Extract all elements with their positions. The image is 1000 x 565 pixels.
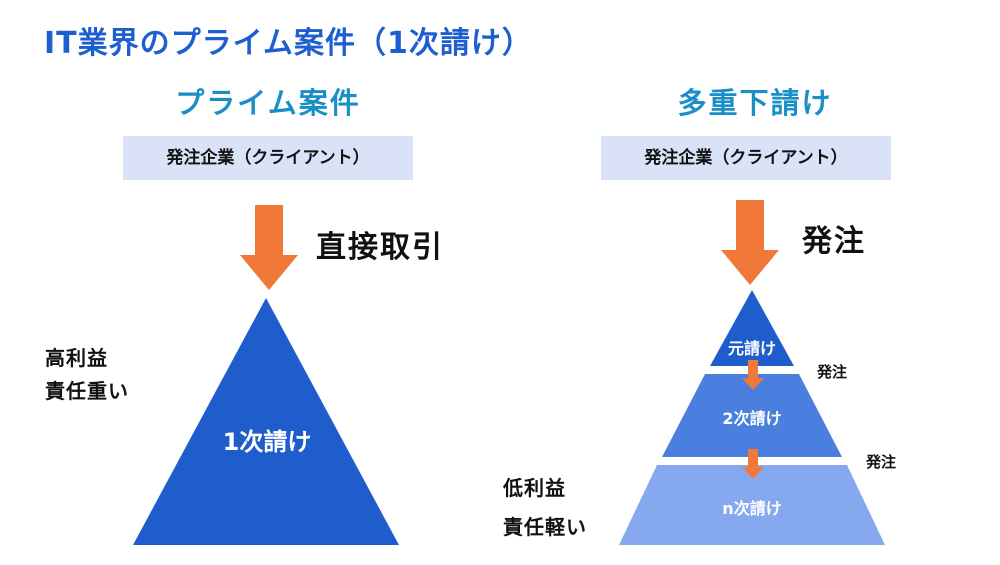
left-heading: プライム案件 xyxy=(175,86,361,120)
right-side-label-responsibility: 責任軽い xyxy=(503,515,587,539)
page-title: IT業界のプライム案件（1次請け） xyxy=(44,26,533,61)
tier-2-label: 2次請け xyxy=(722,409,782,428)
direct-trade-label: 直接取引 xyxy=(316,230,444,265)
tier-3-label: n次請け xyxy=(722,499,782,518)
left-side-label-responsibility: 責任重い xyxy=(45,379,129,403)
left-pyramid xyxy=(133,298,399,545)
left-side-label-profit: 高利益 xyxy=(45,346,108,370)
order-label: 発注 xyxy=(802,224,866,259)
order-label-tier-1: 発注 xyxy=(817,363,848,381)
pyramid-tier-2 xyxy=(662,374,842,457)
pyramid-tier-3 xyxy=(619,465,885,545)
left-client-box: 発注企業（クライアント） xyxy=(123,136,413,180)
left-down-arrow-icon xyxy=(240,205,298,290)
small-down-arrow-icon xyxy=(742,449,764,479)
order-label-tier-2: 発注 xyxy=(866,453,897,471)
pyramid-tier-1 xyxy=(710,290,794,366)
left-tier-label: 1次請け xyxy=(222,428,312,456)
tier-1-label: 元請け xyxy=(727,339,777,358)
right-down-arrow-icon xyxy=(721,200,779,285)
right-client-box: 発注企業（クライアント） xyxy=(601,136,891,180)
right-side-label-profit: 低利益 xyxy=(503,476,566,500)
right-heading: 多重下請け xyxy=(677,86,833,120)
small-down-arrow-icon xyxy=(742,360,764,390)
